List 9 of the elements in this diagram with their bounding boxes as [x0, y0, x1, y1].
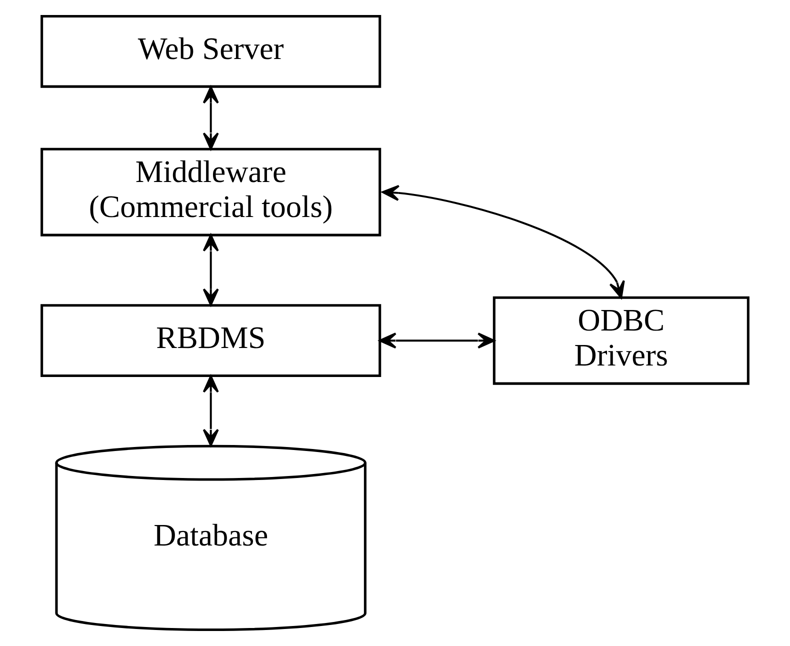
arrow	[378, 332, 495, 349]
node-box: RBDMS	[40, 304, 382, 378]
node-box: Middleware (Commercial tools)	[40, 148, 382, 236]
arrow	[202, 375, 219, 446]
node-box: ODBC Drivers	[492, 296, 750, 385]
node-box: Web Server	[40, 14, 382, 88]
arrow	[382, 184, 625, 299]
arrow	[202, 234, 219, 306]
arrow	[202, 86, 219, 150]
